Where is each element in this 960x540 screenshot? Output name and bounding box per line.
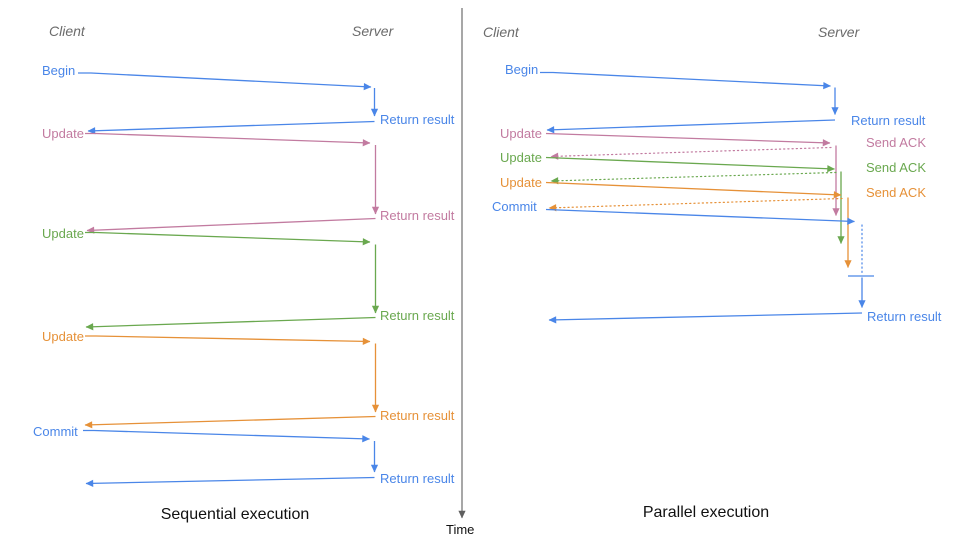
right-client-header: Client bbox=[483, 24, 519, 40]
left-update2-flow bbox=[85, 231, 380, 331]
left-commit-flow bbox=[83, 429, 379, 487]
left-begin-return-label: Return result bbox=[380, 112, 455, 127]
right-commit-label: Commit bbox=[492, 199, 537, 214]
left-server-header: Server bbox=[352, 23, 394, 39]
right-server-header: Server bbox=[818, 24, 860, 40]
left-update1-return-label: Return result bbox=[380, 208, 455, 223]
right-caption: Parallel execution bbox=[642, 504, 770, 521]
left-update3-label: Update bbox=[42, 329, 84, 344]
time-axis-label: Time bbox=[446, 522, 475, 537]
right-commit-return-label: Return result bbox=[867, 309, 942, 324]
right-begin-flow bbox=[540, 71, 839, 134]
left-commit-label: Commit bbox=[33, 424, 78, 439]
right-update1-ack-label: Send ACK bbox=[866, 135, 926, 150]
right-update2-flow bbox=[545, 156, 845, 244]
right-update3-flow bbox=[545, 181, 852, 268]
left-client-header: Client bbox=[49, 23, 85, 39]
left-update3-flow bbox=[84, 335, 380, 429]
left-update1-label: Update bbox=[42, 126, 84, 141]
right-begin-return-label: Return result bbox=[851, 113, 926, 128]
left-commit-return-label: Return result bbox=[380, 471, 455, 486]
left-begin-label: Begin bbox=[42, 63, 76, 78]
left-caption: Sequential execution bbox=[160, 506, 310, 523]
left-update3-return-label: Return result bbox=[380, 408, 455, 423]
left-begin-flow bbox=[78, 72, 379, 135]
right-update1-flow bbox=[545, 132, 840, 216]
right-update3-label: Update bbox=[500, 175, 542, 190]
right-update2-label: Update bbox=[500, 150, 542, 165]
right-update1-label: Update bbox=[500, 126, 542, 141]
left-update1-flow bbox=[85, 132, 380, 234]
right-update3-ack-label: Send ACK bbox=[866, 185, 926, 200]
left-update2-return-label: Return result bbox=[380, 308, 455, 323]
left-update2-label: Update bbox=[42, 226, 84, 241]
right-update2-ack-label: Send ACK bbox=[866, 160, 926, 175]
right-begin-label: Begin bbox=[505, 62, 539, 77]
right-commit-flow bbox=[545, 208, 874, 324]
